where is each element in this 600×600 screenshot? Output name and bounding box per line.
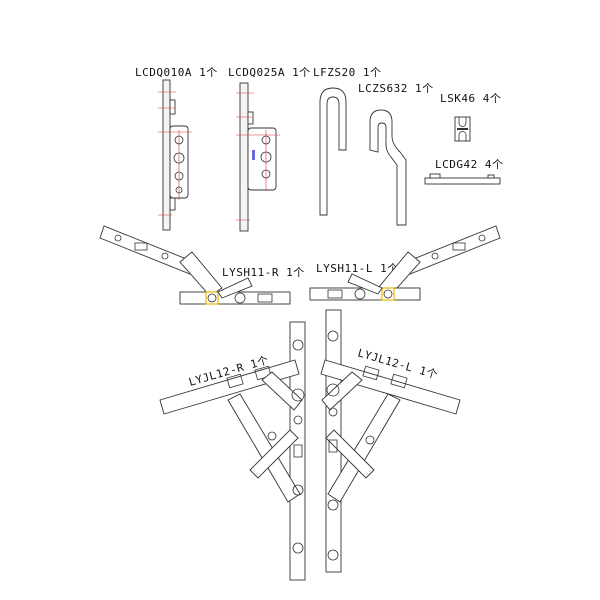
label-lysh11-l: LYSH11-L 1个 xyxy=(316,262,399,275)
handle-lfzs20 xyxy=(319,87,347,216)
stay-lyjl12-r xyxy=(159,321,306,581)
hinge-lysh11-r xyxy=(99,225,291,305)
bar-lcdg42 xyxy=(424,173,501,185)
keeper-lsk46 xyxy=(454,116,471,142)
label-lcdq010a: LCDQ010A 1个 xyxy=(135,66,218,79)
label-lcdg42: LCDG42 4个 xyxy=(435,158,504,171)
handle-lczs632 xyxy=(369,109,407,226)
lock-lcdq010a xyxy=(158,79,192,231)
label-lfzs20: LFZS20 1个 xyxy=(313,66,382,79)
label-lysh11-r: LYSH11-R 1个 xyxy=(222,266,305,279)
label-lczs632: LCZS632 1个 xyxy=(358,82,434,95)
stay-lyjl12-l xyxy=(320,309,461,573)
lock-lcdq025a xyxy=(236,82,280,232)
label-lsk46: LSK46 4个 xyxy=(440,92,501,105)
label-lcdq025a: LCDQ025A 1个 xyxy=(228,66,311,79)
hinge-lysh11-l xyxy=(309,225,501,301)
